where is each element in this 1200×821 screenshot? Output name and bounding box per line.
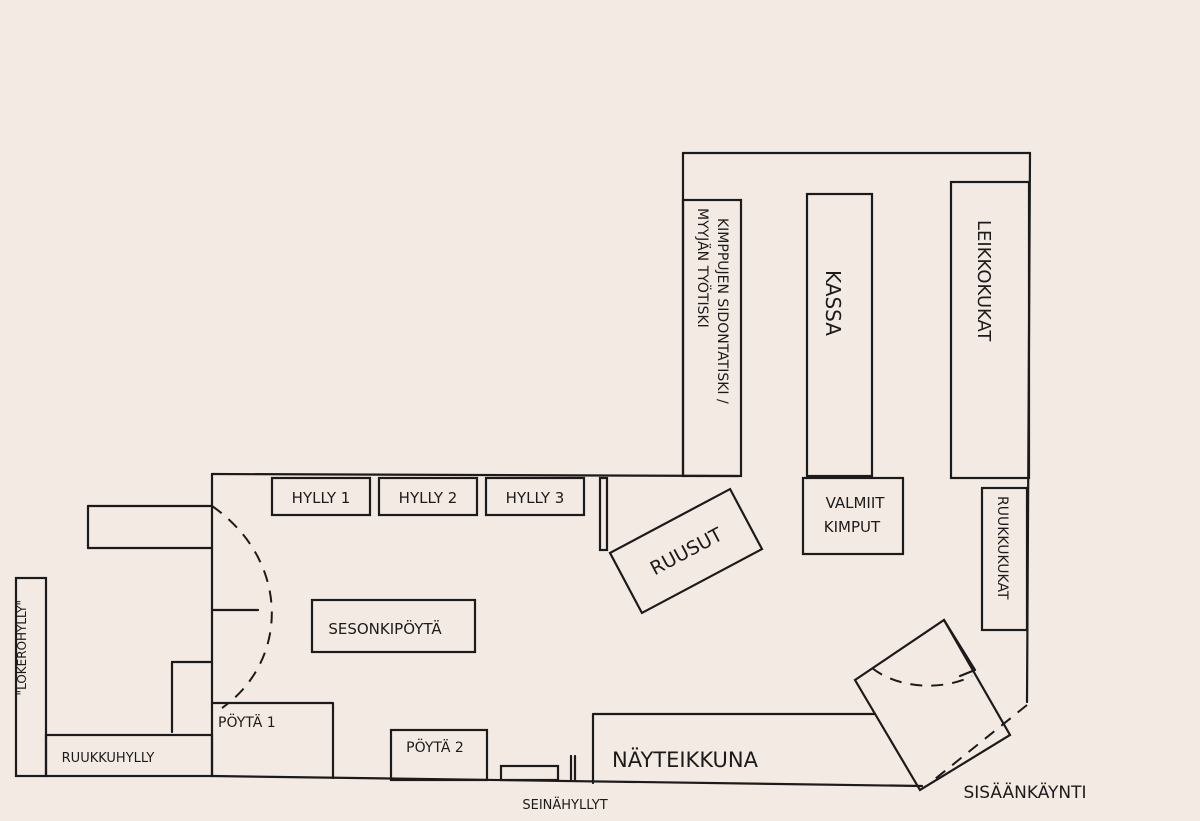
kimppu-label-line2: MYYJÄN TYÖTISKI xyxy=(694,208,712,328)
entrance-door xyxy=(853,618,1028,792)
ruusut-label: RUUSUT xyxy=(647,524,727,581)
valmiit-kimput xyxy=(801,476,905,556)
valmiit-label-line1: VALMIIT xyxy=(826,494,886,512)
hylly-3-label: HYLLY 3 xyxy=(506,489,565,507)
leikkokukat xyxy=(949,180,1031,480)
kimppu-label-line1: KIMPPUJEN SIDONTATISKI / xyxy=(714,218,730,404)
outer-walls xyxy=(86,151,1032,788)
poyta-2 xyxy=(389,728,489,782)
hylly-3 xyxy=(484,476,586,517)
kassa xyxy=(805,192,874,478)
leikkokukat-label: LEIKKOKUKAT xyxy=(973,220,994,342)
lokerohylly-label: "LOKEROHYLLY" xyxy=(15,600,29,695)
seinahyllyt xyxy=(499,764,560,782)
poyta-1-label: PÖYTÄ 1 xyxy=(218,713,276,731)
hylly-2-label: HYLLY 2 xyxy=(399,489,458,507)
sesonkipoyta xyxy=(310,598,477,654)
wall-shelf-small xyxy=(598,476,609,552)
hylly-2 xyxy=(377,476,479,517)
ruukkukukat xyxy=(980,486,1029,632)
lokerohylly xyxy=(14,576,48,778)
valmiit-label-line2: KIMPUT xyxy=(824,518,881,536)
hylly-1 xyxy=(270,476,372,517)
nayteikkuna-label: NÄYTEIKKUNA xyxy=(612,747,759,772)
ruukkuhylly-label: RUUKKUHYLLY xyxy=(62,751,155,766)
sisaankaynti-label: SISÄÄNKÄYNTI xyxy=(963,782,1086,803)
poyta-1 xyxy=(210,701,335,780)
hylly-1-label: HYLLY 1 xyxy=(292,489,351,507)
poyta-2-label: PÖYTÄ 2 xyxy=(406,738,464,756)
nayteikkuna xyxy=(591,712,877,785)
kassa-label: KASSA xyxy=(821,270,845,336)
ruukkuhylly xyxy=(44,733,214,778)
kimppu-counter xyxy=(681,198,743,478)
ruukkukukat-label: RUUKKUKUKAT xyxy=(994,496,1010,600)
sesonkipoyta-label: SESONKIPÖYTÄ xyxy=(328,619,442,638)
ruusut: RUUSUT xyxy=(608,487,764,615)
door-swing-left xyxy=(211,505,273,709)
seinahyllyt-label: SEINÄHYLLYT xyxy=(522,797,607,813)
